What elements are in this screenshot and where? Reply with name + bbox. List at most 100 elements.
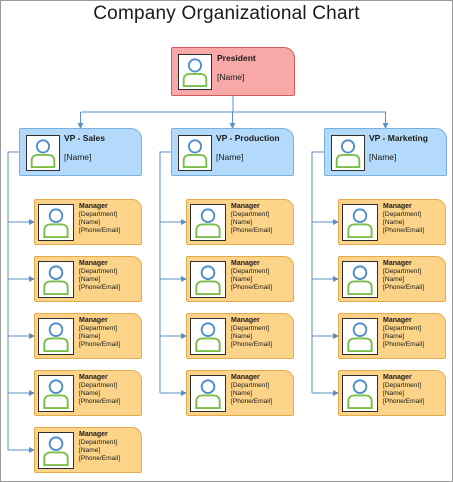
person-silhouette-icon (195, 208, 221, 239)
manager-name: [Name] (79, 219, 101, 226)
person-silhouette-icon (43, 379, 69, 410)
person-silhouette-icon (182, 58, 208, 88)
manager-name: [Name] (383, 219, 405, 226)
manager-box-production-3[interactable]: Manager [Department] [Name] [Phone/Email… (186, 313, 294, 359)
manager-contact: [Phone/Email] (79, 398, 121, 405)
manager-department: [Department] (231, 211, 270, 218)
manager-role: Manager (79, 260, 108, 267)
person-silhouette-icon (347, 322, 373, 353)
person-silhouette-icon (347, 265, 373, 296)
manager-department: [Department] (383, 382, 422, 389)
manager-contact: [Phone/Email] (383, 284, 425, 291)
person-silhouette-icon (43, 436, 69, 467)
manager-role: Manager (79, 317, 108, 324)
manager-box-marketing-4[interactable]: Manager [Department] [Name] [Phone/Email… (338, 370, 446, 416)
connector-spine-production (159, 151, 171, 393)
manager-avatar (342, 318, 378, 355)
manager-name: [Name] (231, 219, 253, 226)
manager-avatar (38, 261, 74, 298)
manager-box-sales-4[interactable]: Manager [Department] [Name] [Phone/Email… (34, 370, 142, 416)
manager-box-marketing-3[interactable]: Manager [Department] [Name] [Phone/Email… (338, 313, 446, 359)
manager-box-marketing-1[interactable]: Manager [Department] [Name] [Phone/Email… (338, 199, 446, 245)
manager-role: Manager (383, 374, 412, 381)
chart-title: Company Organizational Chart (93, 3, 360, 24)
manager-avatar (190, 204, 226, 241)
vp-role: VP - Marketing (369, 133, 428, 143)
manager-role: Manager (79, 203, 108, 210)
manager-department: [Department] (79, 268, 118, 275)
manager-name: [Name] (231, 276, 253, 283)
manager-contact: [Phone/Email] (79, 284, 121, 291)
manager-contact: [Phone/Email] (231, 398, 273, 405)
manager-department: [Department] (79, 439, 118, 446)
manager-avatar (190, 261, 226, 298)
manager-contact: [Phone/Email] (383, 227, 425, 234)
manager-role: Manager (79, 431, 108, 438)
manager-avatar (190, 375, 226, 412)
manager-name: [Name] (79, 390, 101, 397)
vp-role: VP - Sales (64, 133, 105, 143)
manager-department: [Department] (79, 325, 118, 332)
president-role: President (217, 53, 256, 63)
vp-avatar (26, 135, 60, 171)
manager-box-marketing-2[interactable]: Manager [Department] [Name] [Phone/Email… (338, 256, 446, 302)
manager-role: Manager (383, 317, 412, 324)
vp-box-sales[interactable]: VP - Sales [Name] (19, 128, 142, 176)
manager-department: [Department] (231, 382, 270, 389)
manager-avatar (38, 375, 74, 412)
manager-box-production-1[interactable]: Manager [Department] [Name] [Phone/Email… (186, 199, 294, 245)
manager-box-production-4[interactable]: Manager [Department] [Name] [Phone/Email… (186, 370, 294, 416)
connector-spine-sales (7, 151, 19, 450)
person-silhouette-icon (347, 208, 373, 239)
vp-role: VP - Production (216, 133, 280, 143)
manager-name: [Name] (383, 276, 405, 283)
vp-box-marketing[interactable]: VP - Marketing [Name] (324, 128, 447, 176)
manager-contact: [Phone/Email] (231, 227, 273, 234)
manager-department: [Department] (383, 325, 422, 332)
person-silhouette-icon (195, 322, 221, 353)
manager-department: [Department] (231, 268, 270, 275)
manager-contact: [Phone/Email] (231, 341, 273, 348)
manager-box-sales-1[interactable]: Manager [Department] [Name] [Phone/Email… (34, 199, 142, 245)
manager-role: Manager (383, 260, 412, 267)
manager-department: [Department] (79, 382, 118, 389)
manager-contact: [Phone/Email] (383, 341, 425, 348)
manager-box-production-2[interactable]: Manager [Department] [Name] [Phone/Email… (186, 256, 294, 302)
manager-avatar (190, 318, 226, 355)
manager-name: [Name] (231, 390, 253, 397)
vp-box-production[interactable]: VP - Production [Name] (171, 128, 294, 176)
manager-contact: [Phone/Email] (79, 227, 121, 234)
manager-role: Manager (231, 317, 260, 324)
manager-contact: [Phone/Email] (79, 341, 121, 348)
manager-name: [Name] (383, 390, 405, 397)
person-silhouette-icon (43, 322, 69, 353)
person-silhouette-icon (30, 139, 56, 169)
manager-role: Manager (231, 260, 260, 267)
vp-name: [Name] (216, 152, 244, 162)
manager-name: [Name] (231, 333, 253, 340)
manager-avatar (38, 318, 74, 355)
person-silhouette-icon (182, 139, 208, 169)
president-name: [Name] (217, 72, 245, 82)
manager-department: [Department] (383, 211, 422, 218)
manager-name: [Name] (79, 333, 101, 340)
person-silhouette-icon (335, 139, 361, 169)
person-silhouette-icon (195, 379, 221, 410)
manager-avatar (38, 432, 74, 469)
manager-role: Manager (231, 374, 260, 381)
manager-box-sales-5[interactable]: Manager [Department] [Name] [Phone/Email… (34, 427, 142, 473)
manager-contact: [Phone/Email] (79, 455, 121, 462)
president-box[interactable]: President [Name] (171, 47, 295, 96)
president-avatar (178, 54, 212, 90)
person-silhouette-icon (43, 208, 69, 239)
manager-box-sales-2[interactable]: Manager [Department] [Name] [Phone/Email… (34, 256, 142, 302)
manager-box-sales-3[interactable]: Manager [Department] [Name] [Phone/Email… (34, 313, 142, 359)
manager-department: [Department] (79, 211, 118, 218)
manager-name: [Name] (79, 447, 101, 454)
manager-name: [Name] (383, 333, 405, 340)
vp-name: [Name] (64, 152, 92, 162)
vp-avatar (331, 135, 365, 171)
manager-role: Manager (231, 203, 260, 210)
vp-avatar (178, 135, 212, 171)
